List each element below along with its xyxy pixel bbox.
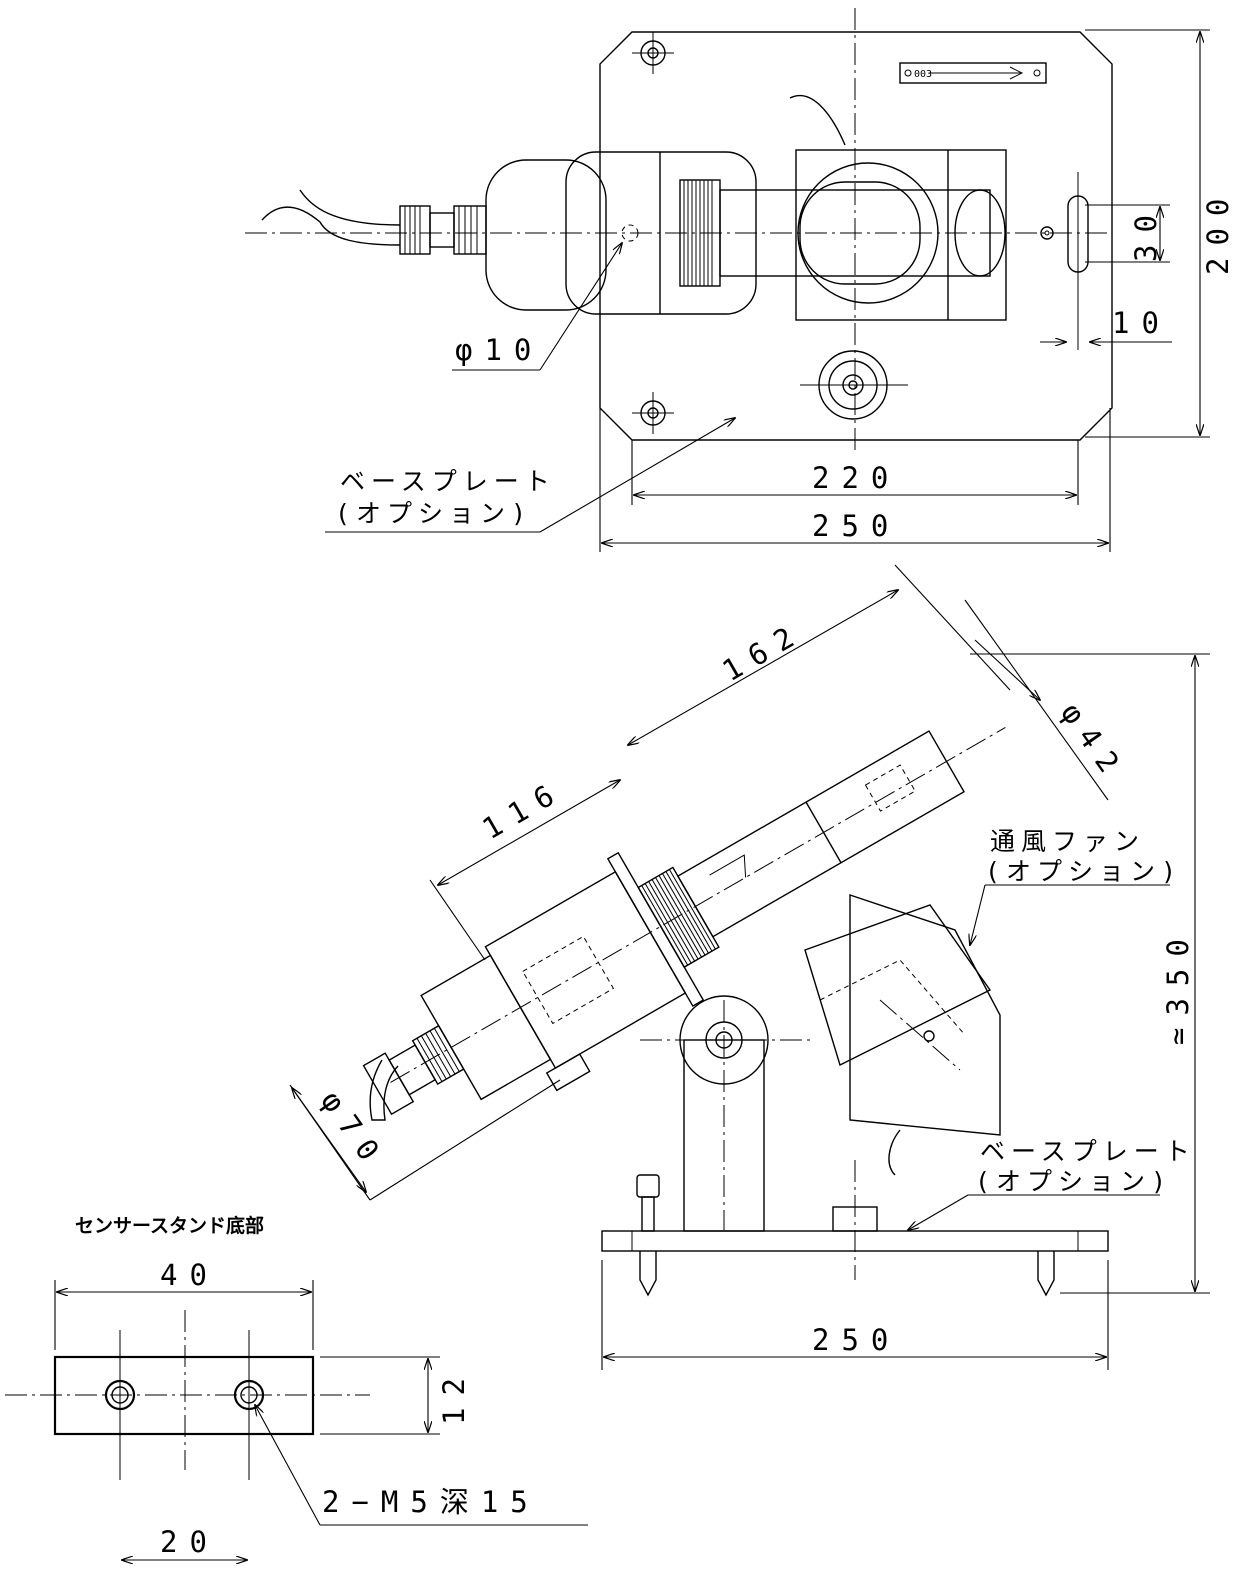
fan-label-1: 通風ファン	[990, 827, 1145, 856]
side-view: 通風ファン (オプション) ベースプレート (オプション) ≃350 250 1…	[289, 564, 1210, 1370]
base-plate-label-top-2: (オプション)	[335, 499, 532, 528]
dim-350: ≃350	[1161, 927, 1195, 1045]
dim-250-top: 250	[812, 509, 900, 543]
base-plate-outline	[599, 31, 1113, 441]
ventilation-fan	[804, 894, 1001, 1176]
dim-phi42: φ42	[1054, 697, 1133, 789]
dim-220: 220	[812, 461, 900, 495]
hole-label: 2−M5深15	[322, 1485, 540, 1519]
dim-20: 20	[160, 1525, 219, 1559]
base-plate-label-top-1: ベースプレート	[340, 467, 556, 496]
dim-162: 162	[717, 614, 811, 688]
dim-10: 10	[1112, 306, 1171, 340]
fan-label-2: (オプション)	[985, 857, 1182, 886]
orientation-plate: 003	[899, 62, 1047, 84]
base-plate-label-side-2: (オプション)	[975, 1167, 1172, 1196]
corner-hole	[632, 32, 674, 74]
dim-40: 40	[160, 1258, 219, 1292]
mount-hole	[104, 1379, 136, 1411]
dim-200: 200	[1201, 187, 1235, 275]
dim-30: 30	[1129, 203, 1163, 262]
top-view: 003	[245, 8, 1235, 552]
dim-12: 12	[437, 1366, 471, 1425]
stand-bottom-view: センサースタンド底部 40 12 20 2−M5深15	[5, 1214, 588, 1560]
base-plate-label-side-1: ベースプレート	[980, 1137, 1196, 1166]
corner-hole	[632, 392, 674, 434]
phi10-label: φ10	[455, 333, 543, 367]
dim-116: 116	[477, 772, 571, 846]
mount-hole	[233, 1379, 265, 1411]
center-boss	[800, 350, 908, 420]
dim-250-side: 250	[812, 1323, 900, 1357]
dim-phi70: φ70	[314, 1085, 393, 1177]
plate-label: 003	[914, 69, 932, 80]
stand-bottom-title: センサースタンド底部	[75, 1214, 264, 1237]
